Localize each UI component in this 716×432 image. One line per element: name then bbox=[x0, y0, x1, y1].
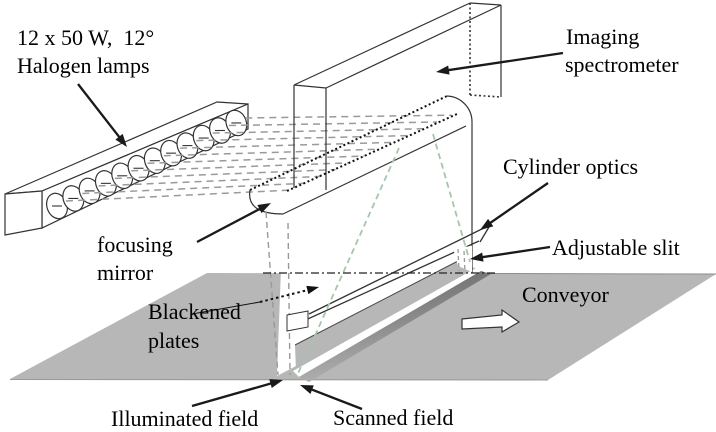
scanned-field-arrow bbox=[300, 385, 363, 411]
halogen-lamp-bar bbox=[4, 101, 249, 236]
mirror-right-arc bbox=[446, 95, 473, 123]
duct-left-edge-hidden bbox=[287, 222, 291, 376]
imaging-spectrometer-label-line1: Imaging bbox=[566, 24, 639, 49]
conveyor-direction-arrow bbox=[461, 308, 521, 334]
lamp-ray bbox=[65, 189, 293, 202]
illuminated-field-label: Illuminated field bbox=[111, 406, 258, 431]
cylinder-optics-arrow bbox=[480, 182, 549, 230]
lamp-bar-end-cap bbox=[4, 190, 43, 236]
illuminated-line bbox=[293, 268, 481, 377]
illuminated-field-arrow bbox=[191, 379, 283, 408]
scan-gap bbox=[293, 260, 491, 382]
lamp-ray bbox=[131, 162, 351, 172]
lamp-ray bbox=[147, 155, 365, 164]
focusing-mirror-arrow bbox=[196, 203, 271, 244]
lamp-ray bbox=[114, 168, 336, 180]
imaging-spectrometer-label-line2: spectrometer bbox=[565, 52, 679, 77]
cylinder-optics-label: Cylinder optics bbox=[503, 154, 638, 179]
mirror-hatched-edge bbox=[249, 95, 448, 191]
mirror-bend-line bbox=[282, 125, 467, 215]
hidden-edge bbox=[469, 94, 502, 98]
focusing-mirror-label-line1: focusing bbox=[97, 232, 173, 257]
mirror-left-arc bbox=[249, 189, 284, 215]
cylinder-optics-end-cap bbox=[286, 310, 309, 332]
cylinder-optics-bar bbox=[286, 225, 490, 332]
belt-near-edge bbox=[9, 378, 549, 381]
focusing-mirror-label-line2: mirror bbox=[97, 260, 154, 285]
conveyor-label: Conveyor bbox=[522, 282, 609, 307]
adjustable-slit-arrow bbox=[470, 245, 551, 262]
imaging-spectrometer-box bbox=[293, 2, 502, 190]
lamp-ray bbox=[98, 175, 322, 187]
scan-shadow-stripe bbox=[299, 271, 491, 382]
labels: 12 x 50 W, 12° Halogen lamps Imaging spe… bbox=[17, 24, 680, 431]
blackened-plates-label-line2: plates bbox=[148, 328, 199, 353]
belt-far-edge bbox=[479, 273, 716, 275]
annotation-arrows bbox=[77, 51, 564, 411]
duct-left-edge-hidden bbox=[265, 211, 279, 376]
halogen-lamps-arrow bbox=[77, 83, 127, 147]
adjustable-slit-label: Adjustable slit bbox=[552, 235, 680, 260]
blackened-plates-arrow bbox=[191, 285, 319, 315]
light-rays bbox=[65, 114, 452, 202]
blackened-plates-label-line1: Blackened bbox=[148, 299, 241, 324]
imaging-beams bbox=[295, 133, 471, 379]
lamp-ray bbox=[82, 182, 307, 195]
scanned-field-label: Scanned field bbox=[333, 405, 453, 430]
imaging-spectrometer-arrow bbox=[436, 51, 564, 75]
halogen-lamps-label-line1: 12 x 50 W, 12° bbox=[17, 25, 154, 50]
lamp-array bbox=[46, 109, 248, 220]
lamp-ray bbox=[228, 121, 438, 127]
focusing-mirror bbox=[249, 95, 473, 376]
lamp-ray bbox=[212, 128, 423, 134]
halogen-lamps-label-line2: Halogen lamps bbox=[17, 53, 150, 78]
lamp-ray bbox=[245, 114, 452, 119]
